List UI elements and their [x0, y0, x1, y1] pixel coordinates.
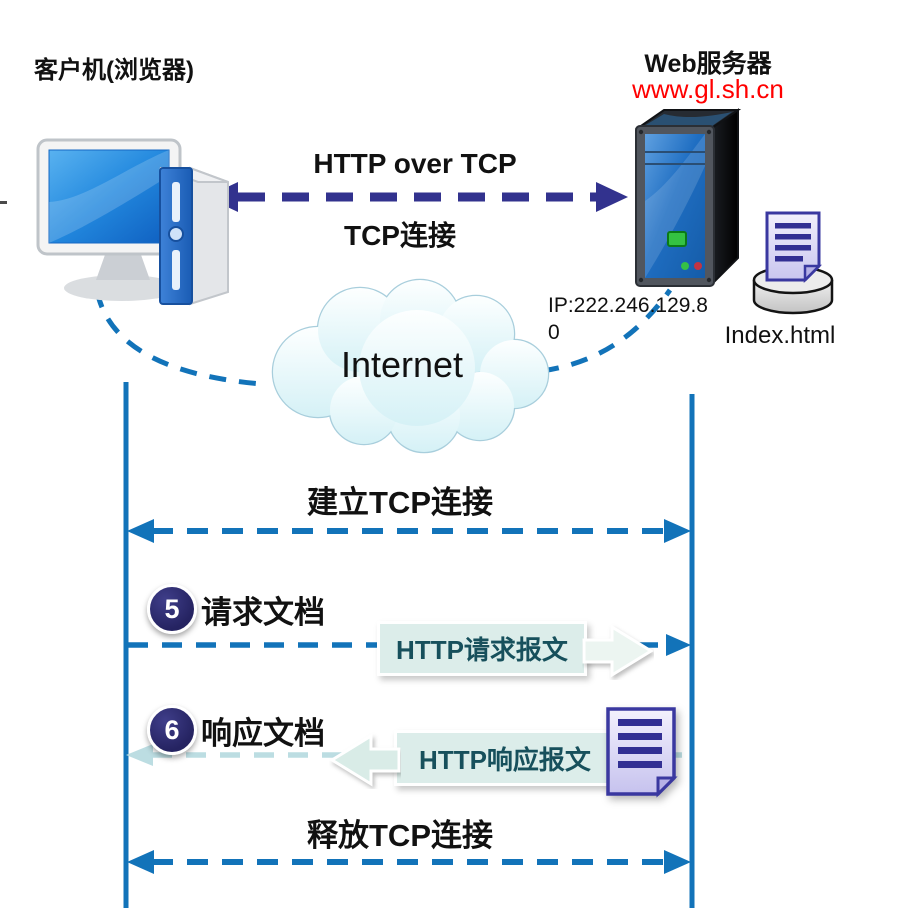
step-5-title: 请求文档	[201, 595, 325, 630]
release-tcp-arrow	[127, 850, 691, 874]
document-text-line3	[775, 245, 811, 251]
index-document-icon	[765, 211, 823, 284]
server-screw-tr	[706, 129, 712, 135]
server-power-button	[667, 231, 687, 247]
document-text-line4	[775, 256, 803, 262]
server-screw-br	[706, 277, 712, 283]
http-request-message-text: HTTP请求报文	[396, 635, 568, 665]
tower-slot-top	[172, 182, 180, 222]
request-block-arrow-icon	[582, 624, 654, 678]
step-6-badge: 6	[147, 705, 197, 755]
server-ip-line1: IP:222.246.129.8	[548, 294, 708, 317]
tcp-connection-label: TCP连接	[343, 220, 456, 251]
tower-power-button	[168, 226, 184, 242]
server-ip-label: IP:222.246.129.8 0	[548, 292, 708, 346]
index-file-label: Index.html	[724, 322, 836, 349]
server-side-face	[711, 108, 739, 287]
response-block-arrow-icon	[329, 733, 401, 787]
establish-tcp-arrow	[127, 519, 691, 543]
http-over-tcp-arrow	[206, 182, 628, 212]
response-document-icon	[606, 707, 678, 798]
document-fold-corner	[803, 264, 823, 284]
response-doc-line4	[618, 761, 662, 768]
server-ip-line2: 0	[548, 321, 560, 344]
client-computer-icon	[36, 138, 229, 306]
tower-slot-bottom	[172, 250, 180, 290]
release-tcp-label: 释放TCP连接	[307, 818, 493, 853]
server-url: www.gl.sh.cn	[632, 74, 784, 104]
step-6-title: 响应文档	[201, 716, 325, 751]
client-label: 客户机(浏览器)	[34, 57, 194, 84]
server-led-green	[681, 262, 689, 270]
tower-side	[189, 166, 229, 306]
http-request-message-box: HTTP请求报文	[377, 621, 654, 678]
step-5-badge: 5	[147, 584, 197, 634]
response-document-fold	[656, 776, 678, 798]
http-over-tcp-label: HTTP over TCP	[313, 148, 517, 179]
server-front-gloss	[645, 134, 705, 278]
web-server-icon	[634, 108, 742, 287]
http-response-message-text: HTTP响应报文	[419, 744, 591, 775]
internet-label: Internet	[340, 344, 464, 385]
edge-artifact	[0, 201, 7, 204]
server-screw-bl	[638, 277, 644, 283]
screen-gloss	[49, 150, 169, 243]
response-doc-line3	[618, 747, 662, 754]
establish-tcp-label: 建立TCP连接	[307, 485, 493, 520]
response-doc-line1	[618, 719, 662, 726]
server-front-panel	[645, 134, 705, 278]
monitor-stand-base	[64, 275, 180, 301]
http-response-message-box: HTTP响应报文	[329, 730, 616, 787]
server-screw-tl	[638, 129, 644, 135]
server-label: Web服务器	[644, 50, 772, 78]
response-doc-line2	[618, 733, 662, 740]
storage-and-document-icon	[752, 211, 834, 315]
document-text-line1	[775, 223, 811, 229]
monitor-stand-neck	[96, 252, 150, 280]
document-text-line2	[775, 234, 811, 240]
server-led-red	[694, 262, 702, 270]
server-top-sheen	[644, 112, 732, 126]
